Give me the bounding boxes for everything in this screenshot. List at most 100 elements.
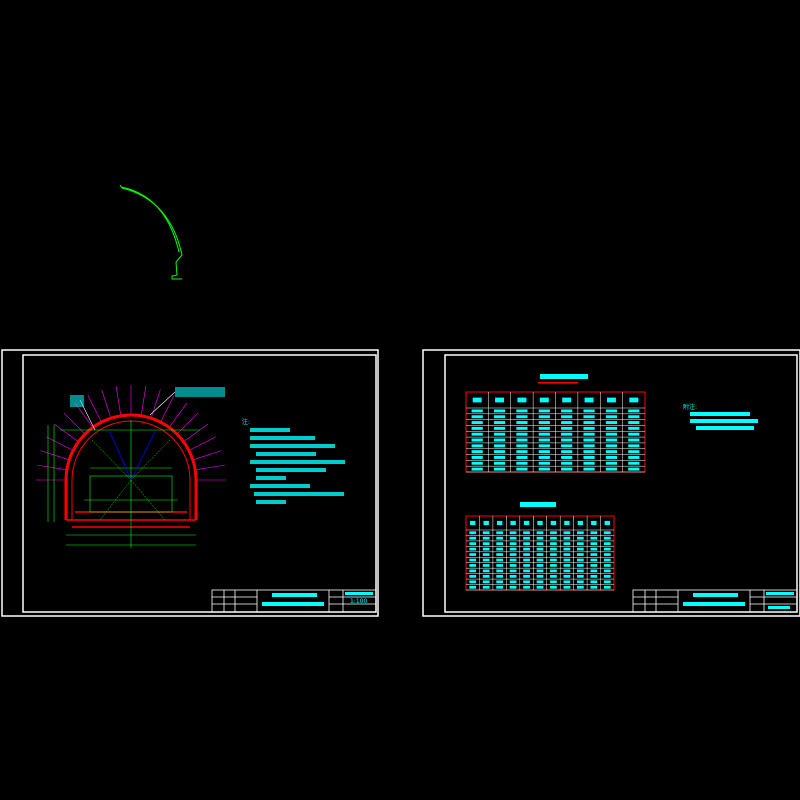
table-cell	[550, 542, 557, 545]
table-cell	[482, 585, 490, 589]
table-cell	[605, 438, 618, 442]
table-cell	[590, 547, 598, 551]
table-cell	[523, 558, 530, 562]
table-cell	[509, 569, 517, 573]
table-cell	[482, 575, 490, 578]
table-cell	[628, 421, 640, 424]
table-cell	[469, 575, 477, 578]
table-header	[517, 397, 527, 403]
rock-bolt	[176, 412, 199, 435]
table-cell	[516, 426, 528, 430]
table-cell	[603, 536, 611, 540]
table-cell	[536, 585, 544, 589]
rock-bolt	[168, 402, 188, 428]
table-cell	[590, 553, 598, 556]
table-cell	[550, 558, 557, 562]
table-cell	[471, 450, 483, 454]
table-cell	[538, 456, 550, 459]
table-cell	[469, 558, 477, 562]
table-cell	[603, 553, 611, 556]
table-cell	[536, 547, 544, 551]
table-cell	[516, 456, 528, 459]
table-cell	[493, 421, 506, 424]
table-cell	[523, 585, 530, 589]
table-cell	[577, 569, 584, 573]
table-cell	[538, 444, 550, 448]
table-cell	[550, 553, 557, 556]
parameter-table	[465, 391, 646, 473]
table-cell	[577, 547, 584, 551]
table-cell	[628, 467, 640, 471]
table-header	[564, 520, 570, 526]
table-cell	[583, 467, 595, 471]
table-cell	[509, 547, 517, 551]
table-cell	[469, 542, 477, 545]
table-cell	[603, 585, 611, 589]
rock-bolt	[63, 412, 86, 435]
inner-frame	[444, 354, 798, 613]
table-cell	[605, 432, 618, 436]
table-cell	[561, 461, 573, 465]
table-cell	[482, 553, 490, 556]
table-cell	[496, 547, 503, 551]
table-cell	[563, 569, 571, 573]
rock-bolt	[101, 389, 112, 419]
table-cell	[493, 409, 506, 413]
table-cell	[493, 456, 506, 459]
rock-bolt	[188, 436, 216, 451]
rock-bolt	[150, 389, 161, 419]
table-cell	[590, 558, 598, 562]
table-cell	[523, 569, 530, 573]
rock-bolt	[195, 464, 225, 471]
table-cell	[523, 536, 530, 540]
table-cell	[471, 421, 483, 424]
table-cell	[590, 569, 598, 573]
table-cell	[577, 542, 584, 545]
rock-bolt	[192, 450, 222, 461]
rock-bolt	[37, 464, 67, 471]
table-header	[584, 397, 594, 403]
table-header	[562, 397, 572, 403]
rock-bolt	[115, 386, 122, 416]
table-cell	[561, 456, 573, 459]
table-cell	[538, 461, 550, 465]
table-cell	[471, 467, 483, 471]
table-cell	[605, 461, 618, 465]
table-cell	[605, 456, 618, 459]
table-cell	[538, 438, 550, 442]
table-cell	[577, 575, 584, 578]
table-cell	[523, 531, 530, 535]
table-header	[495, 397, 505, 403]
table-cell	[509, 542, 517, 545]
table-header	[537, 520, 543, 526]
table-cell	[482, 569, 490, 573]
table-cell	[563, 531, 571, 535]
table-cell	[590, 585, 598, 589]
table-cell	[605, 450, 618, 454]
table-cell	[493, 438, 506, 442]
table-cell	[536, 580, 544, 584]
table-cell	[523, 542, 530, 545]
table-cell	[496, 580, 503, 584]
table-cell	[603, 564, 611, 567]
table-cell	[583, 450, 595, 454]
notes-block: 注:	[242, 418, 345, 504]
table-cell	[605, 415, 618, 419]
table-cell	[561, 450, 573, 454]
table-header	[604, 520, 610, 526]
table-cell	[577, 580, 584, 584]
table-header	[577, 520, 584, 526]
table-cell	[563, 536, 571, 540]
table-cell	[550, 547, 557, 551]
table-cell	[561, 444, 573, 448]
table-cell	[561, 415, 573, 419]
table-cell	[523, 547, 530, 551]
table-cell	[493, 461, 506, 465]
table-cell	[561, 438, 573, 442]
table-cell	[469, 547, 477, 551]
table-cell	[516, 438, 528, 442]
table-cell	[561, 426, 573, 430]
table2-title	[520, 502, 556, 507]
table-cell	[496, 558, 503, 562]
